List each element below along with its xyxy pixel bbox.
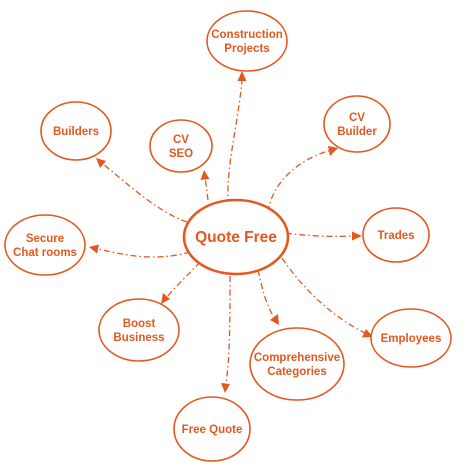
node-builders-label: Builders [53, 126, 99, 138]
arrowhead-icon [96, 158, 106, 168]
edge-center-boost [166, 261, 201, 298]
node-employees-label: Employees [381, 333, 442, 345]
arrowhead-icon [221, 383, 230, 393]
arrowhead-icon [362, 329, 373, 338]
arrowhead-icon [352, 231, 362, 241]
connectors [89, 71, 373, 393]
node-builders: Builders [40, 101, 112, 161]
node-label-line: Categories [267, 366, 326, 378]
node-label-line: Builders [53, 126, 99, 138]
arrowhead-icon [237, 71, 247, 81]
node-cv-builder: CV Builder [323, 95, 391, 153]
edge-center-comprehensive [257, 269, 275, 318]
node-label-line: Builder [337, 126, 377, 138]
node-trades: Trades [362, 207, 430, 263]
node-cv-seo-label: CV SEO [169, 134, 193, 160]
node-center-label: Quote Free [195, 229, 277, 246]
node-label-line: Construction [211, 29, 283, 41]
node-center: Quote Free [182, 198, 290, 276]
node-cv-seo: CV SEO [149, 119, 213, 173]
edge-center-builders [102, 163, 188, 223]
edge-center-cv-builder [267, 149, 333, 213]
node-label-line: Business [113, 332, 164, 344]
node-label-line: Boost [123, 318, 156, 330]
arrowhead-icon [161, 293, 170, 304]
node-label-line: SEO [169, 148, 193, 160]
node-label-line: Free Quote [182, 424, 243, 436]
node-label-line: Trades [377, 230, 414, 242]
node-label-line: Projects [224, 43, 269, 55]
node-label-line: Comprehensive [254, 352, 340, 364]
node-label-line: Chat rooms [13, 247, 77, 259]
node-label-line: CV [173, 134, 189, 146]
edge-center-secure [97, 248, 191, 258]
arrowhead-icon [200, 170, 210, 180]
edge-center-trades [285, 232, 354, 238]
node-trades-label: Trades [377, 230, 414, 242]
edge-center-free-quote [225, 275, 231, 385]
arrowhead-icon [328, 146, 338, 156]
edge-center-cv-seo [204, 176, 209, 201]
node-label-line: Employees [381, 333, 442, 345]
node-label-line: Secure [26, 233, 64, 245]
edge-center-construction [227, 79, 243, 206]
node-employees: Employees [370, 308, 452, 368]
arrowhead-icon [89, 244, 99, 254]
node-free-quote-label: Free Quote [182, 424, 243, 436]
edge-center-employees [281, 257, 366, 334]
node-label-line: Quote Free [195, 229, 277, 246]
node-label-line: CV [349, 112, 365, 124]
node-free-quote: Free Quote [173, 396, 251, 462]
node-cv-builder-label: CV Builder [337, 112, 377, 138]
arrowhead-icon [270, 314, 279, 325]
